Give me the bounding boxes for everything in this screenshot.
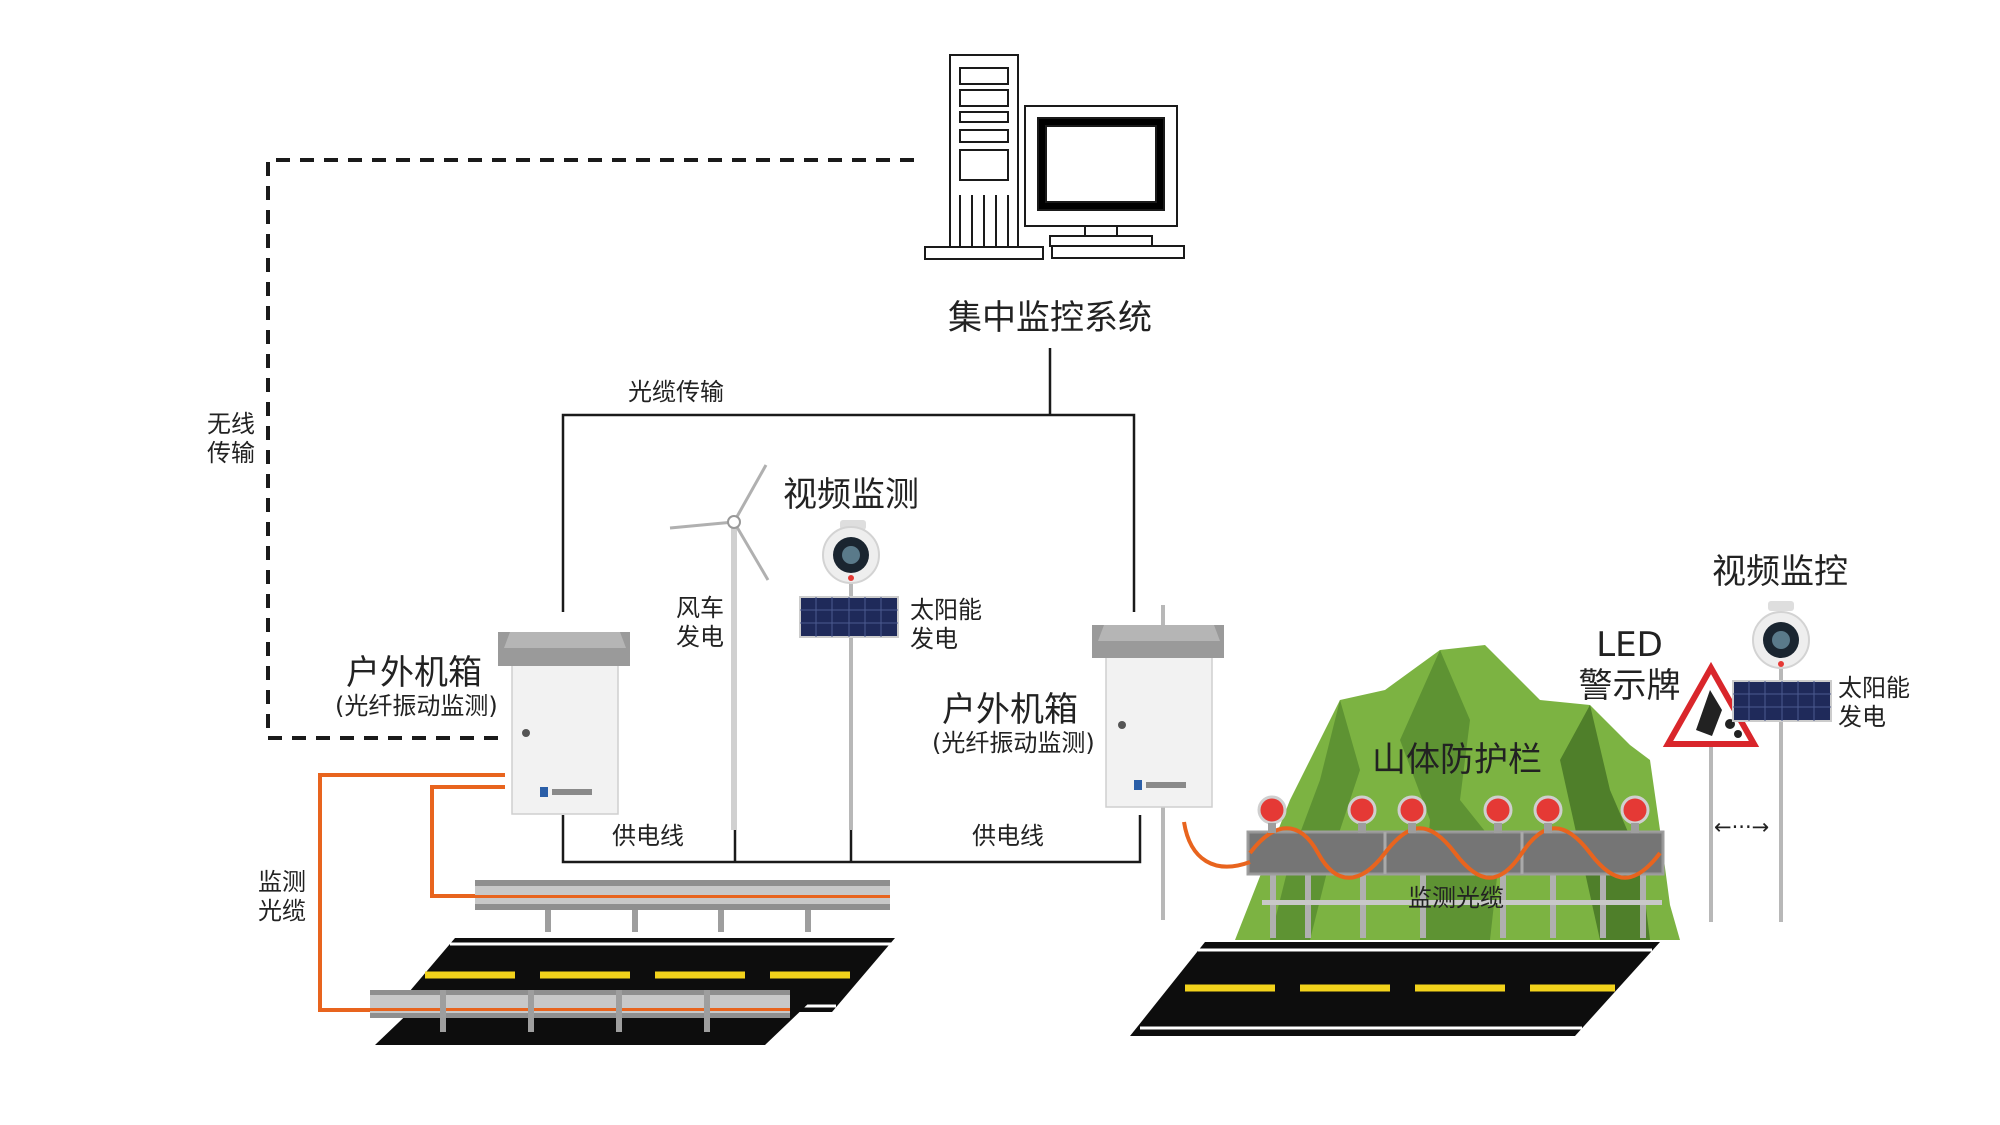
warning-lamp-icon (1257, 795, 1650, 833)
monitor-icon (1024, 105, 1185, 259)
wireless-line2: 传输 (207, 438, 255, 467)
distance-arrow: ←···→ (1714, 815, 1770, 839)
cabinet-icon (498, 632, 630, 815)
computer-tower-icon (924, 54, 1044, 260)
guardrail-far (475, 880, 890, 932)
cabinet-right-subtitle: (光纤振动监测) (932, 729, 1095, 757)
fiber-transmission-line (561, 348, 1136, 612)
solar-power-label: 太阳能 发电 (910, 596, 982, 654)
cabinet-left-title: 户外机箱 (346, 653, 482, 693)
monitoring-cable-line1: 监测 (258, 868, 306, 896)
guardrail-near (370, 990, 790, 1032)
wireless-transmission-label: 无线 传输 (207, 410, 255, 468)
wind-turbine-icon (669, 464, 770, 830)
led-line2: 警示牌 (1578, 665, 1681, 706)
camera-icon (1752, 601, 1810, 922)
wind-line2: 发电 (676, 622, 724, 651)
solar-panel-icon (799, 596, 899, 638)
cabinet-left-subtitle: (光纤振动监测) (335, 692, 498, 720)
solar2-line1: 太阳能 (1838, 674, 1910, 702)
solar-line1: 太阳能 (910, 596, 982, 624)
monitoring-cable-label: 监测 光缆 (258, 868, 306, 926)
fence-cable-label: 监测光缆 (1408, 884, 1504, 912)
monitoring-cable-line2: 光缆 (258, 896, 306, 925)
wind-power-label: 风车 发电 (676, 594, 724, 652)
solar-panel-icon (1732, 680, 1832, 722)
road-right (1130, 942, 1660, 1036)
power-line-right-label: 供电线 (972, 822, 1044, 850)
solar-line2: 发电 (910, 624, 958, 653)
video-monitoring-label: 视频监测 (783, 475, 919, 515)
camera-icon (822, 520, 880, 830)
solar2-line2: 发电 (1838, 702, 1886, 731)
solar-power-right-label: 太阳能 发电 (1838, 674, 1910, 732)
wireless-line1: 无线 (207, 410, 255, 438)
led-line1: LED (1596, 625, 1663, 665)
power-line (561, 815, 1142, 864)
wind-line1: 风车 (676, 594, 724, 622)
cabinet-right-title: 户外机箱 (942, 690, 1078, 730)
fiber-transmission-label: 光缆传输 (628, 378, 724, 406)
power-line-left-label: 供电线 (612, 822, 684, 850)
led-sign-label: LED 警示牌 (1572, 625, 1687, 707)
mountain-fence (1182, 821, 1665, 938)
central-system-label: 集中监控系统 (948, 298, 1152, 338)
cabinet-icon (1092, 605, 1224, 920)
video-control-label: 视频监控 (1712, 552, 1848, 592)
wireless-link-line (266, 158, 914, 740)
mountain-fence-label: 山体防护栏 (1372, 740, 1542, 780)
